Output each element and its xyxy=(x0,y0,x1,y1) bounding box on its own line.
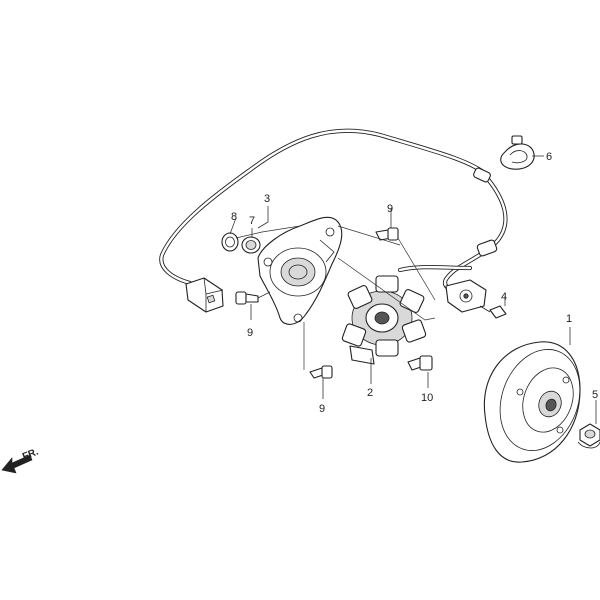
bolt-9-bottom xyxy=(309,365,333,379)
wire-harness xyxy=(159,128,508,293)
bolt-10 xyxy=(407,355,433,371)
callout-2: 2 xyxy=(367,387,373,399)
pulser-sensor xyxy=(445,279,487,313)
stator-base-plate xyxy=(257,216,343,325)
bolt-9-top xyxy=(375,227,399,241)
callout-4: 4 xyxy=(501,291,507,303)
callout-1: 1 xyxy=(566,313,572,325)
callout-9-bottom: 9 xyxy=(319,403,325,415)
front-label: FR. xyxy=(21,446,40,462)
front-direction-indicator: FR. xyxy=(1,446,40,474)
cable-clamp xyxy=(500,135,535,170)
callout-8: 8 xyxy=(231,211,237,223)
bolt-4 xyxy=(479,305,507,319)
callout-9-left: 9 xyxy=(247,327,253,339)
callout-9-top: 9 xyxy=(387,203,393,215)
wire-connector xyxy=(185,277,224,313)
bolt-9-left xyxy=(235,291,259,305)
callouts: 1 2 3 4 5 6 7 8 9 9 9 10 xyxy=(231,151,598,415)
stator-coil xyxy=(341,275,427,365)
callout-10: 10 xyxy=(421,392,433,404)
o-ring xyxy=(241,236,261,254)
callout-6: 6 xyxy=(546,151,552,163)
leader-lines xyxy=(229,155,597,424)
flywheel-rotor xyxy=(483,341,581,463)
assembly-lines xyxy=(235,225,436,370)
washer xyxy=(221,232,239,252)
front-arrow-icon xyxy=(1,454,33,474)
callout-3: 3 xyxy=(264,193,270,205)
callout-5: 5 xyxy=(592,389,598,401)
flange-nut xyxy=(577,423,600,449)
callout-7: 7 xyxy=(249,215,255,227)
